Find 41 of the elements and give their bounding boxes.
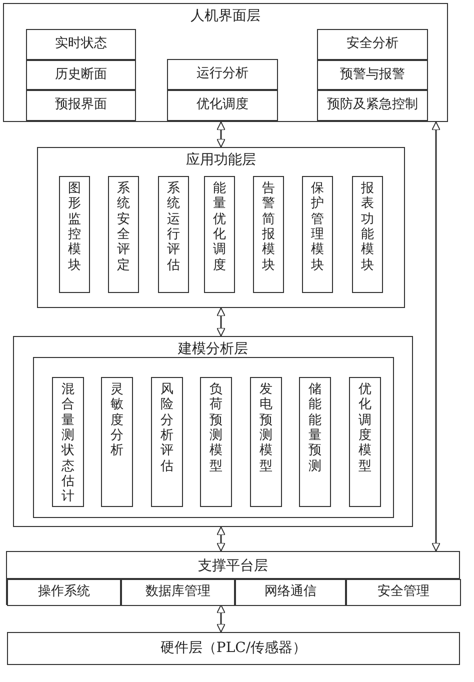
module-box: 发电预测模型 (250, 377, 282, 507)
layer-panel (3, 3, 448, 122)
layer-title: 支撑平台层 (198, 557, 268, 575)
module-box: 运行分析 (167, 59, 278, 90)
module-box: 历史断面 (26, 60, 136, 90)
layer-panel (13, 336, 413, 527)
module-box: 安全分析 (317, 29, 428, 60)
component-box: 网络通信 (235, 579, 346, 606)
module-box: 系统运行评估 (158, 176, 189, 293)
component-box: 数据库管理 (121, 579, 235, 606)
double-arrow (216, 526, 226, 552)
layer-title: 建模分析层 (178, 340, 248, 358)
module-box: 报表功能模块 (352, 176, 383, 293)
inner-frame (33, 357, 394, 518)
module-box: 风险分析评估 (151, 377, 183, 507)
module-box: 负荷预测模型 (200, 377, 232, 507)
module-box: 储能能量预测 (299, 377, 331, 507)
double-arrow (216, 122, 226, 148)
module-box: 优化调度 (167, 90, 278, 121)
module-box: 灵敏度分析 (101, 377, 133, 507)
module-box: 告警简报模块 (253, 176, 284, 293)
double-arrow (216, 604, 226, 632)
module-box: 预报界面 (26, 90, 136, 121)
module-box: 硬件层（PLC/传感器） (7, 632, 460, 665)
module-box: 混合量测状态估计 (52, 377, 84, 507)
module-box: 预防及紧急控制 (317, 90, 428, 121)
double-arrow (432, 122, 440, 552)
module-box: 保护管理模块 (302, 176, 333, 293)
module-box: 实时状态 (26, 29, 136, 60)
module-box: 能量优化调度 (204, 176, 235, 293)
module-box: 优化调度模型 (349, 377, 381, 507)
module-box: 系统安全评定 (108, 176, 139, 293)
component-box: 操作系统 (7, 579, 121, 606)
layer-panel (37, 147, 405, 308)
layer-title: 人机界面层 (190, 7, 260, 25)
double-arrow (216, 308, 226, 336)
module-box: 预警与报警 (317, 60, 428, 90)
layer-title: 应用功能层 (186, 151, 256, 169)
layer-panel (6, 551, 460, 605)
component-box: 安全管理 (346, 579, 461, 606)
module-box: 图形监控模块 (59, 176, 90, 293)
